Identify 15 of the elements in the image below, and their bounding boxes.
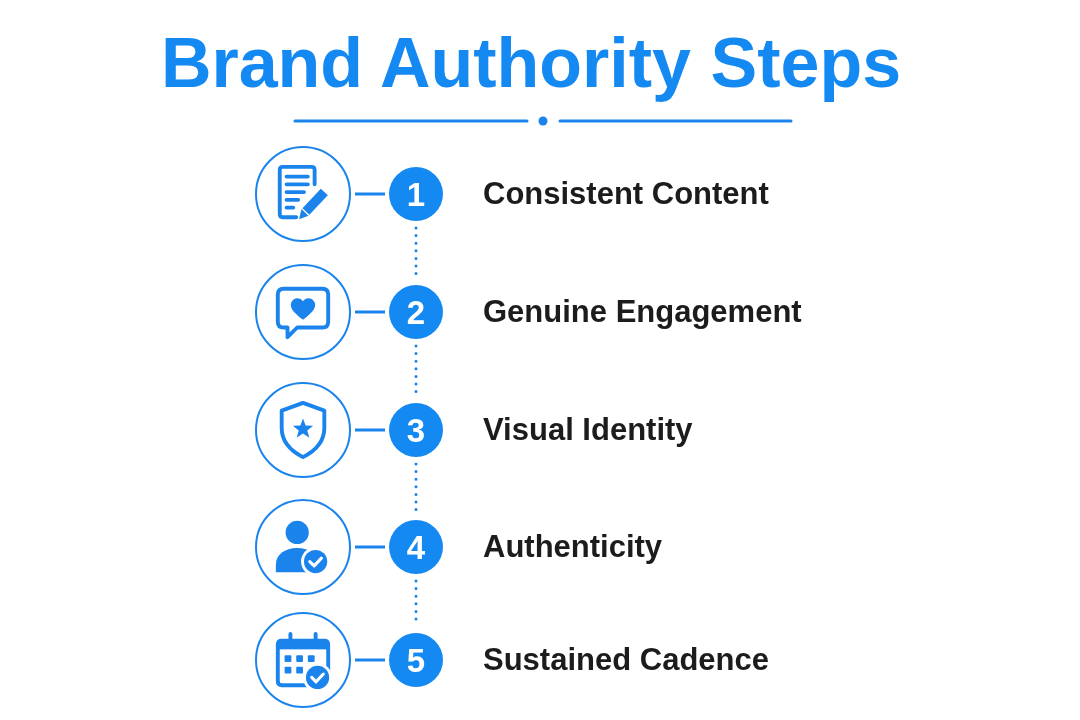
step-number-badge: 5 bbox=[389, 633, 443, 687]
connector-line bbox=[355, 658, 385, 662]
step-number-badge: 2 bbox=[389, 285, 443, 339]
connector-line bbox=[355, 192, 385, 196]
connector-line bbox=[355, 428, 385, 432]
step-number-badge: 4 bbox=[389, 520, 443, 574]
step-label: Genuine Engagement bbox=[483, 294, 802, 330]
step-number-badge: 3 bbox=[389, 403, 443, 457]
connector-line bbox=[355, 310, 385, 314]
step-label: Authenticity bbox=[483, 529, 663, 565]
step-label: Consistent Content bbox=[483, 176, 769, 212]
step-number-badge: 1 bbox=[389, 167, 443, 221]
step-label: Sustained Cadence bbox=[483, 642, 769, 678]
connector-line bbox=[355, 545, 385, 549]
step-label: Visual Identity bbox=[483, 412, 693, 448]
